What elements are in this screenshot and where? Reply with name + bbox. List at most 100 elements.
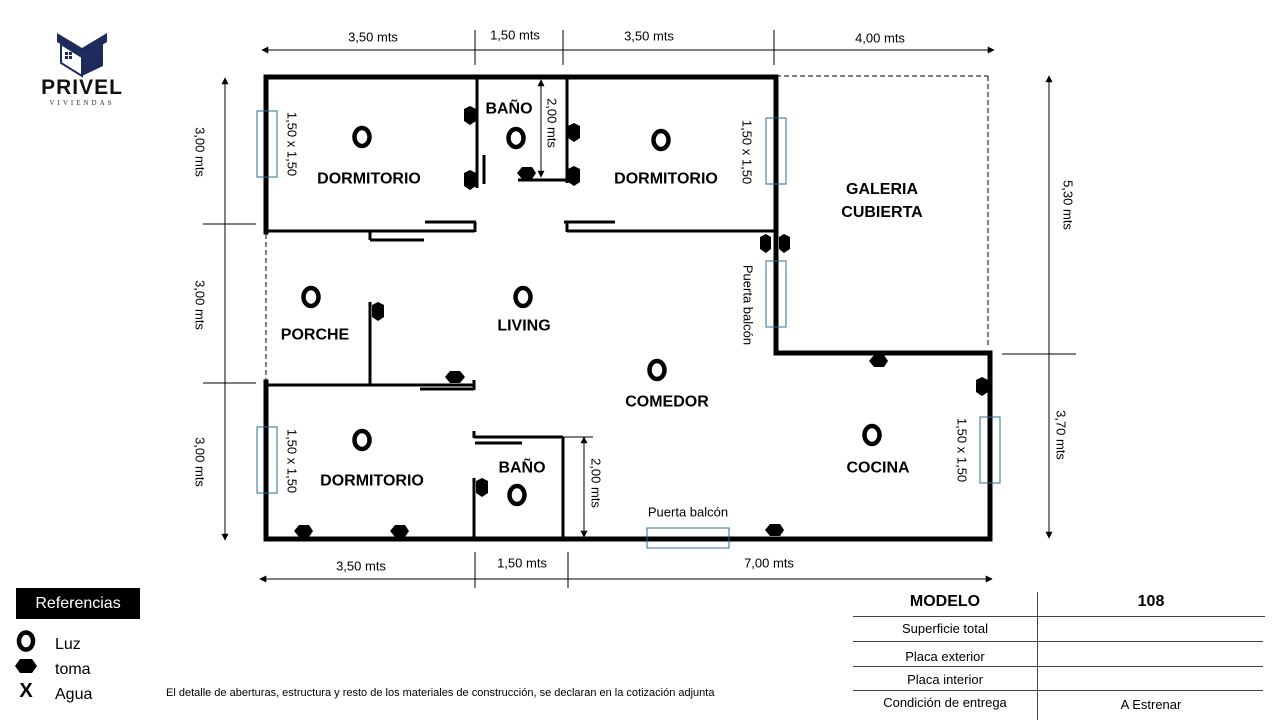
toma-icon [760, 234, 771, 253]
spec-table: MODELO 108 Superficie total Placa exteri… [853, 590, 1265, 720]
spec-label-placa-exterior: Placa exterior [905, 649, 985, 664]
label-puerta-balcon-side: Puerta balcón [740, 264, 756, 346]
label-window-dorm-top-right: 1,50 x 1,50 [739, 119, 755, 185]
spec-label-superficie: Superficie total [902, 621, 988, 636]
toma-icon [568, 123, 580, 142]
dim-bottom-2: 1,50 mts [497, 555, 547, 571]
luz-ring-icon [14, 630, 38, 652]
puerta-balcon-bottom [646, 527, 730, 549]
dim-top-1: 3,50 mts [348, 29, 398, 45]
puerta-balcon-side [765, 260, 787, 328]
spec-label-placa-interior: Placa interior [907, 672, 983, 687]
room-cocina: COCINA [846, 459, 910, 477]
spec-row: Placa exterior [853, 649, 1265, 673]
legend-title: Referencias [16, 588, 140, 619]
legend-label-toma: toma [55, 661, 91, 678]
room-bano-bottom: BAÑO [498, 459, 546, 477]
luz-icon [352, 428, 372, 452]
luz-icon [647, 358, 667, 382]
legend-item-agua: X Agua [14, 679, 154, 704]
luz-icon [301, 285, 321, 309]
toma-icon [464, 170, 476, 190]
spec-row: Condición de entrega A Estrenar [853, 695, 1265, 719]
galeria-outline [776, 75, 989, 348]
house-logo-icon [57, 33, 107, 78]
sliding-doors [370, 220, 615, 445]
dim-top-3: 3,50 mts [624, 28, 674, 44]
room-comedor: COMEDOR [625, 393, 709, 411]
legend-label-luz: Luz [55, 636, 81, 653]
spec-label-condicion: Condición de entrega [883, 695, 1007, 710]
toma-hexagon-icon [14, 655, 38, 677]
dim-right-2: 3,70 mts [1053, 410, 1069, 460]
windows [256, 110, 1001, 549]
room-living: LIVING [497, 317, 551, 335]
toma-icon [476, 478, 488, 497]
brand-name: PRIVEL [41, 76, 123, 99]
light-fixtures [301, 125, 882, 507]
room-dormitorio-top-right: DORMITORIO [614, 170, 718, 188]
agua-x-icon: X [19, 679, 33, 702]
label-window-dorm-top-left: 1,50 x 1,50 [284, 111, 300, 177]
spec-row-divider [853, 616, 1265, 617]
label-puerta-balcon-bottom: Puerta balcón [647, 504, 729, 520]
brand-tagline: VIVIENDAS [49, 99, 115, 107]
luz-icon [506, 126, 526, 150]
outlets [294, 106, 988, 537]
dimension-line-left [203, 77, 256, 541]
dim-top-2: 1,50 mts [490, 27, 540, 43]
luz-icon [507, 483, 527, 507]
dim-right-1: 5,30 mts [1060, 180, 1076, 230]
window-cocina [979, 416, 1001, 484]
room-dormitorio-bottom: DORMITORIO [320, 472, 424, 490]
legend-item-toma: toma [14, 655, 154, 678]
spec-row: Placa interior [853, 672, 1265, 696]
dim-bano-top: 2,00 mts [544, 98, 560, 148]
toma-icon [372, 302, 384, 321]
exterior-walls [263, 74, 993, 542]
dim-bottom-1: 3,50 mts [336, 558, 386, 574]
window-dorm-top-left [256, 110, 278, 178]
dim-left-1: 3,00 mts [192, 127, 208, 177]
dim-left-3: 3,00 mts [192, 437, 208, 487]
toma-icon [464, 106, 476, 125]
window-dorm-bottom [256, 426, 278, 494]
dim-top-4: 4,00 mts [855, 30, 905, 46]
toma-icon [869, 355, 888, 367]
toma-icon [779, 234, 790, 253]
spec-row-divider [853, 690, 1263, 691]
toma-icon [976, 377, 988, 396]
dimension-line-top [261, 30, 995, 65]
toma-icon [568, 166, 580, 186]
brand-logo: PRIVEL VIVIENDAS [36, 30, 128, 110]
room-porche: PORCHE [280, 326, 350, 344]
spec-row-divider [853, 666, 1263, 667]
dim-bottom-3: 7,00 mts [744, 555, 794, 571]
toma-icon [517, 167, 536, 179]
luz-icon [651, 128, 671, 152]
spec-header-row: MODELO 108 [853, 593, 1265, 617]
spec-value-condicion: A Estrenar [1120, 697, 1182, 712]
label-window-dorm-bottom: 1,50 x 1,50 [284, 428, 300, 494]
interior-walls [266, 78, 776, 539]
toma-icon [294, 525, 313, 537]
spec-table-divider [1037, 592, 1038, 720]
label-window-cocina: 1,50 x 1,50 [954, 417, 970, 483]
dimension-line-bottom [259, 552, 993, 588]
toma-icon [390, 525, 409, 537]
spec-row: Superficie total [853, 621, 1265, 645]
luz-icon [352, 125, 372, 149]
dim-bano-bottom: 2,00 mts [588, 458, 604, 508]
room-dormitorio-top-left: DORMITORIO [317, 170, 421, 188]
spec-model-label: MODELO [909, 593, 981, 610]
dim-left-2: 3,00 mts [192, 280, 208, 330]
spec-model-value: 108 [1137, 593, 1165, 610]
room-galeria-cubierta: GALERIA CUBIERTA [841, 178, 922, 224]
spec-row-divider [853, 641, 1263, 642]
room-bano-top: BAÑO [485, 100, 533, 118]
toma-icon [765, 524, 784, 536]
room-galeria-line1: GALERIA [845, 181, 918, 198]
toma-icon [445, 371, 465, 383]
room-galeria-line2: CUBIERTA [841, 204, 923, 221]
